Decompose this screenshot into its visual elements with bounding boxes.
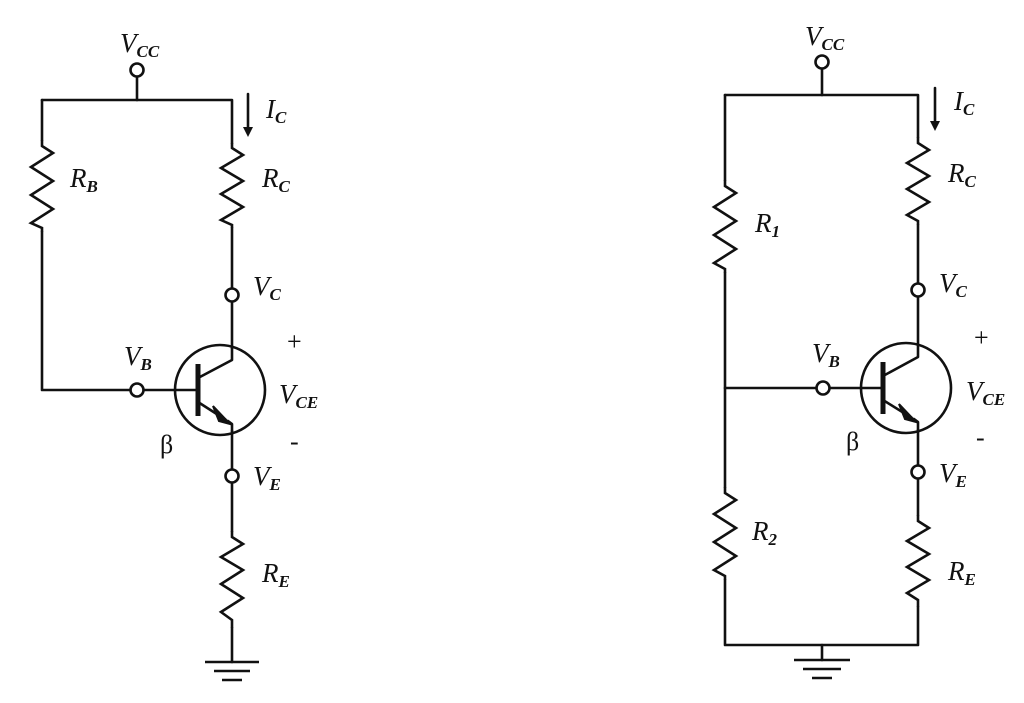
- emitter-arrow-icon: [212, 405, 234, 426]
- re-label: RE: [261, 558, 290, 591]
- r1-label: R1: [754, 208, 780, 241]
- rb-label: RB: [69, 163, 98, 196]
- vb-label: VB: [812, 338, 840, 371]
- rb-bottom-wire: [40, 230, 132, 392]
- fixed-bias-circuit: VCC IC RB RC VC VB + VCE - β VE RE: [28, 28, 318, 682]
- rc-label: RC: [947, 158, 977, 191]
- ground-icon: [794, 658, 850, 680]
- vcc-label: VCC: [805, 21, 845, 54]
- top-rail-wire: [40, 98, 234, 145]
- vb-terminal: [815, 380, 831, 396]
- resistor-re: [218, 531, 246, 628]
- vc-label: VC: [939, 268, 968, 301]
- vcc-terminal: [814, 54, 830, 70]
- ic-label: IC: [265, 94, 287, 127]
- resistor-rc: [218, 143, 246, 228]
- vce-label: VCE: [279, 379, 318, 412]
- vc-terminal: [224, 287, 240, 303]
- ground-icon: [205, 660, 259, 682]
- vc-label: VC: [253, 271, 282, 304]
- npn-transistor: [859, 341, 953, 435]
- resistor-r2: [711, 487, 739, 580]
- rc-label: RC: [261, 163, 291, 196]
- re-label: RE: [947, 556, 976, 589]
- ic-label: IC: [953, 86, 975, 119]
- top-rail-wire: [723, 93, 920, 139]
- ve-terminal: [910, 464, 926, 480]
- beta-label: β: [846, 427, 859, 456]
- vce-plus-sign: +: [974, 323, 989, 352]
- resistor-rb: [28, 140, 56, 232]
- resistor-rc: [904, 137, 932, 225]
- vce-minus-sign: -: [290, 427, 299, 456]
- vce-minus-sign: -: [976, 423, 985, 452]
- emitter-arrow-icon: [898, 403, 920, 424]
- r2-label: R2: [751, 516, 778, 549]
- vcc-terminal: [129, 62, 145, 78]
- resistor-r1: [711, 180, 739, 273]
- resistor-re: [904, 515, 932, 607]
- vc-terminal: [910, 282, 926, 298]
- npn-transistor: [173, 343, 267, 437]
- vb-label: VB: [124, 341, 152, 374]
- vce-label: VCE: [966, 376, 1005, 409]
- vce-plus-sign: +: [287, 327, 302, 356]
- voltage-divider-bias-circuit: VCC IC RC R1 VC + VB VCE - β VE R2 RE: [711, 21, 1005, 680]
- beta-label: β: [160, 430, 173, 459]
- ve-label: VE: [253, 461, 281, 494]
- r2-bottom-wire: [723, 578, 920, 647]
- ve-label: VE: [939, 458, 967, 491]
- vcc-label: VCC: [120, 28, 160, 61]
- vb-terminal: [129, 382, 145, 398]
- ve-terminal: [224, 468, 240, 484]
